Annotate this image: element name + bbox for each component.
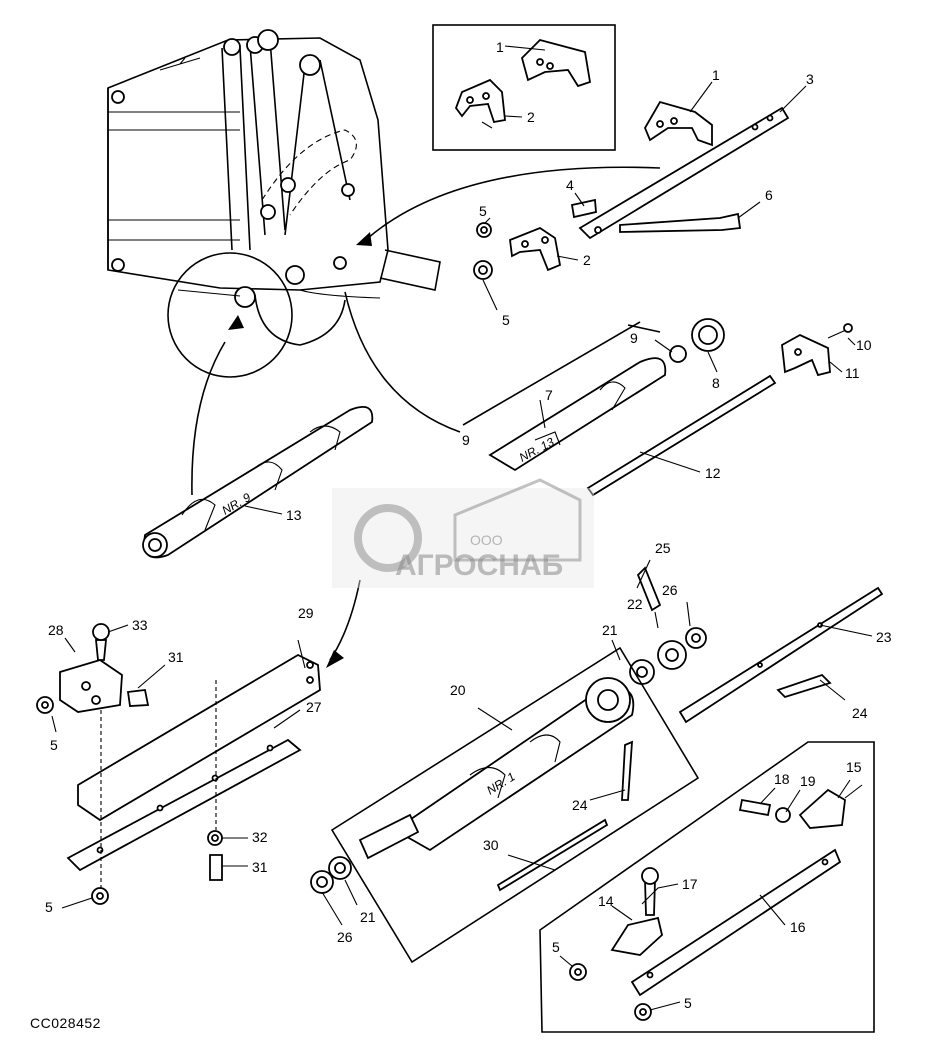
callout-8: 8 — [712, 375, 720, 391]
baler-outline — [107, 29, 441, 378]
callout-leaders — [51, 45, 873, 1011]
sprocket-assembly — [629, 566, 884, 724]
callout-5: 5 — [684, 995, 692, 1011]
callout-31: 31 — [252, 859, 268, 875]
callout-10: 10 — [856, 337, 872, 353]
drawing-code: CC028452 — [30, 1015, 101, 1031]
callout-7: 7 — [545, 387, 553, 403]
callout-22: 22 — [627, 596, 643, 612]
callout-32: 32 — [252, 829, 268, 845]
callout-30: 30 — [483, 837, 499, 853]
roller-20-box: NR. 1 — [310, 646, 700, 964]
callout-19: 19 — [800, 773, 816, 789]
support-bar-assembly — [473, 100, 790, 280]
callout-5: 5 — [479, 203, 487, 219]
roller-assembly-upper: NR. 13 — [462, 318, 853, 497]
arrow-leaders — [191, 166, 661, 668]
callout-21: 21 — [360, 909, 376, 925]
watermark-small: ООО — [470, 532, 503, 548]
callout-5: 5 — [552, 939, 560, 955]
callout-9: 9 — [462, 432, 470, 448]
callout-5: 5 — [50, 737, 58, 753]
callout-5: 5 — [502, 312, 510, 328]
callout-9: 9 — [630, 330, 638, 346]
watermark-logo: ООО АГРОСНАБ — [332, 478, 594, 588]
callout-5: 5 — [45, 899, 53, 915]
callout-6: 6 — [765, 187, 773, 203]
callout-25: 25 — [655, 540, 671, 556]
callout-14: 14 — [598, 893, 614, 909]
callout-13: 13 — [286, 507, 302, 523]
callout-28: 28 — [48, 622, 64, 638]
callout-4: 4 — [566, 177, 574, 193]
roller-13: NR. 9 — [142, 406, 374, 559]
watermark-text: АГРОСНАБ — [395, 549, 563, 582]
callout-11: 11 — [845, 365, 860, 381]
callout-20: 20 — [450, 682, 466, 698]
tensioner-box — [539, 741, 875, 1033]
callout-29: 29 — [298, 605, 314, 621]
callout-3: 3 — [806, 71, 814, 87]
callout-21: 21 — [602, 622, 618, 638]
callout-23: 23 — [876, 629, 892, 645]
callout-24: 24 — [572, 797, 588, 813]
callout-16: 16 — [790, 919, 806, 935]
callout-24: 24 — [852, 705, 868, 721]
callout-15: 15 — [846, 759, 862, 775]
callout-numbers: 1 2 1 3 4 5 6 2 5 9 8 10 11 7 9 12 13 25… — [45, 39, 892, 1011]
callout-17: 17 — [682, 876, 698, 892]
callout-18: 18 — [774, 771, 790, 787]
scraper-assembly — [36, 623, 321, 905]
callout-26: 26 — [337, 929, 353, 945]
callout-2: 2 — [583, 252, 591, 268]
callout-31: 31 — [168, 649, 184, 665]
callout-2: 2 — [527, 109, 535, 125]
callout-27: 27 — [306, 699, 322, 715]
callout-26: 26 — [662, 582, 678, 598]
callout-1: 1 — [496, 39, 504, 55]
callout-1: 1 — [712, 67, 720, 83]
callout-33: 33 — [132, 617, 148, 633]
inset-bracket-box — [432, 24, 616, 151]
callout-12: 12 — [705, 465, 721, 481]
